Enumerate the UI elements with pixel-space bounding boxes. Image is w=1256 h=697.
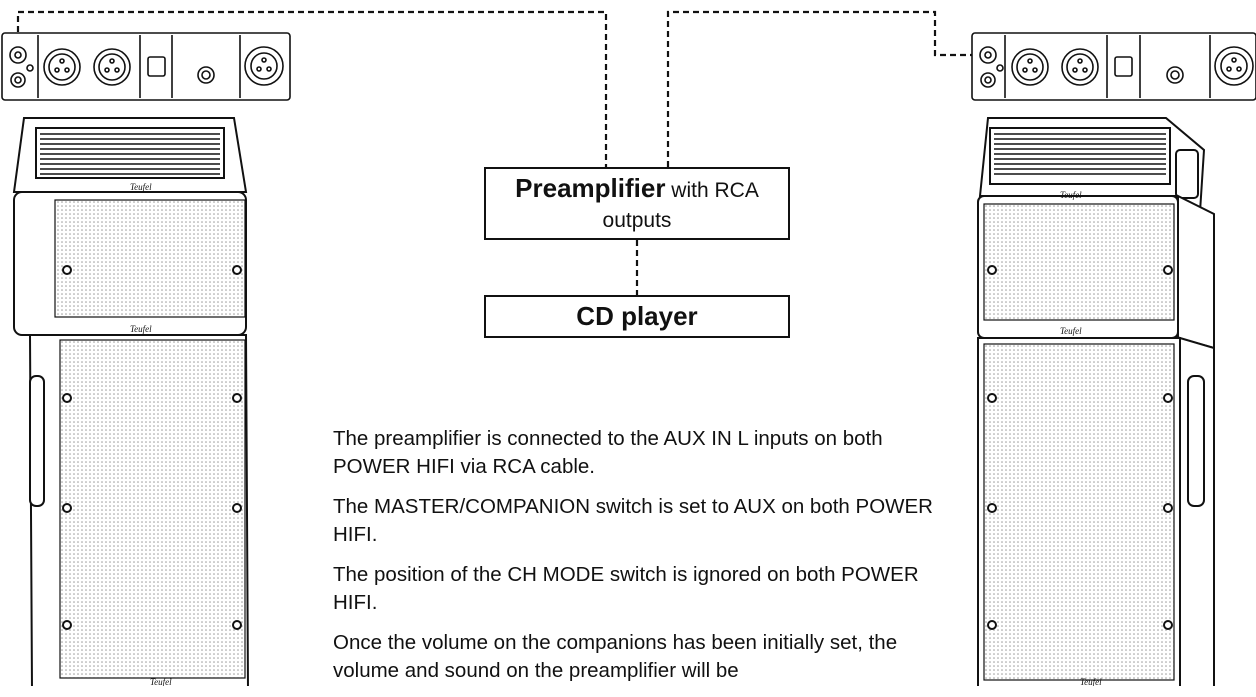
brand-logo: Teufel bbox=[1080, 677, 1102, 686]
brand-logo: Teufel bbox=[150, 677, 172, 686]
preamplifier-suffix: with RCA outputs bbox=[602, 179, 759, 232]
cd-player-box: CD player bbox=[484, 295, 790, 338]
cable-right bbox=[666, 10, 976, 167]
tweeter-grill-left bbox=[40, 133, 220, 175]
brand-logo: Teufel bbox=[1060, 326, 1082, 336]
tweeter-grill-right bbox=[994, 133, 1166, 175]
cd-player-label: CD player bbox=[576, 301, 698, 331]
connector-panel-right bbox=[971, 32, 1256, 101]
speaker-left bbox=[12, 117, 249, 686]
brand-logo: Teufel bbox=[130, 182, 152, 192]
note-paragraph: The preamplifier is connected to the AUX… bbox=[333, 427, 883, 478]
brand-logo: Teufel bbox=[130, 324, 152, 334]
speaker-right bbox=[977, 117, 1215, 686]
note-paragraph: The position of the CH MODE switch is ig… bbox=[333, 563, 919, 614]
preamplifier-name: Preamplifier bbox=[515, 173, 666, 203]
cable-left bbox=[16, 10, 608, 167]
note-paragraph: Once the volume on the companions has be… bbox=[333, 631, 898, 682]
brand-logo: Teufel bbox=[1060, 190, 1082, 200]
connector-panel-left bbox=[1, 32, 291, 101]
preamplifier-box: Preamplifier with RCA outputs bbox=[484, 167, 790, 240]
note-paragraph: The MASTER/COMPANION switch is set to AU… bbox=[333, 495, 933, 546]
instruction-notes: The preamplifier is connected to the AUX… bbox=[333, 425, 953, 697]
